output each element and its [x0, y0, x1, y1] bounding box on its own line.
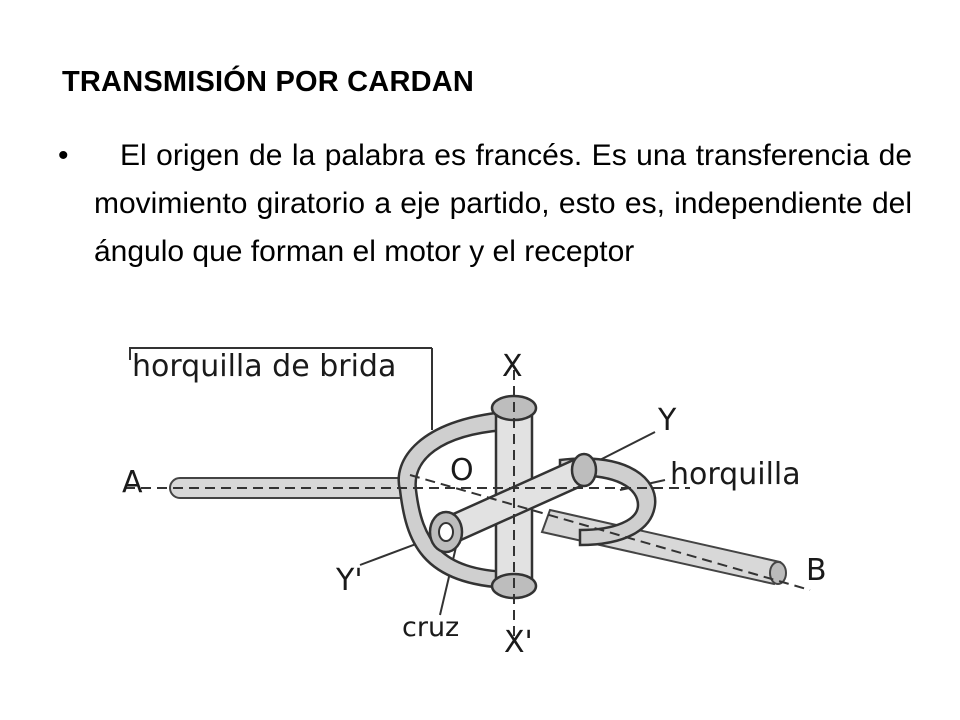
cardan-joint-diagram: horquilla de brida X Y O horquilla A B Y… — [122, 347, 827, 660]
bullet-text: El origen de la palabra es francés. Es u… — [94, 139, 912, 268]
label-axis-y-prime: Y' — [335, 563, 363, 598]
bullet-marker: • — [58, 139, 69, 172]
label-shaft-b: B — [806, 553, 827, 588]
label-axis-x-prime: X' — [504, 625, 533, 660]
label-flange-yoke: horquilla de brida — [132, 349, 396, 384]
slide-title: TRANSMISIÓN POR CARDAN — [62, 66, 475, 98]
cross-y-cap — [570, 452, 598, 488]
cross-y-prime-hole — [438, 522, 454, 542]
shaft-b-end — [769, 561, 787, 585]
label-shaft-a: A — [122, 465, 143, 500]
axis-b-line — [409, 474, 811, 591]
label-origin: O — [450, 453, 474, 488]
bullet-item: • El origen de la palabra es francés. Es… — [58, 132, 912, 276]
label-axis-x: X — [502, 349, 523, 384]
label-axis-y: Y — [657, 403, 677, 438]
label-cross: cruz — [402, 612, 459, 643]
label-yoke: horquilla — [670, 457, 801, 492]
leader-flange-yoke — [129, 347, 432, 360]
